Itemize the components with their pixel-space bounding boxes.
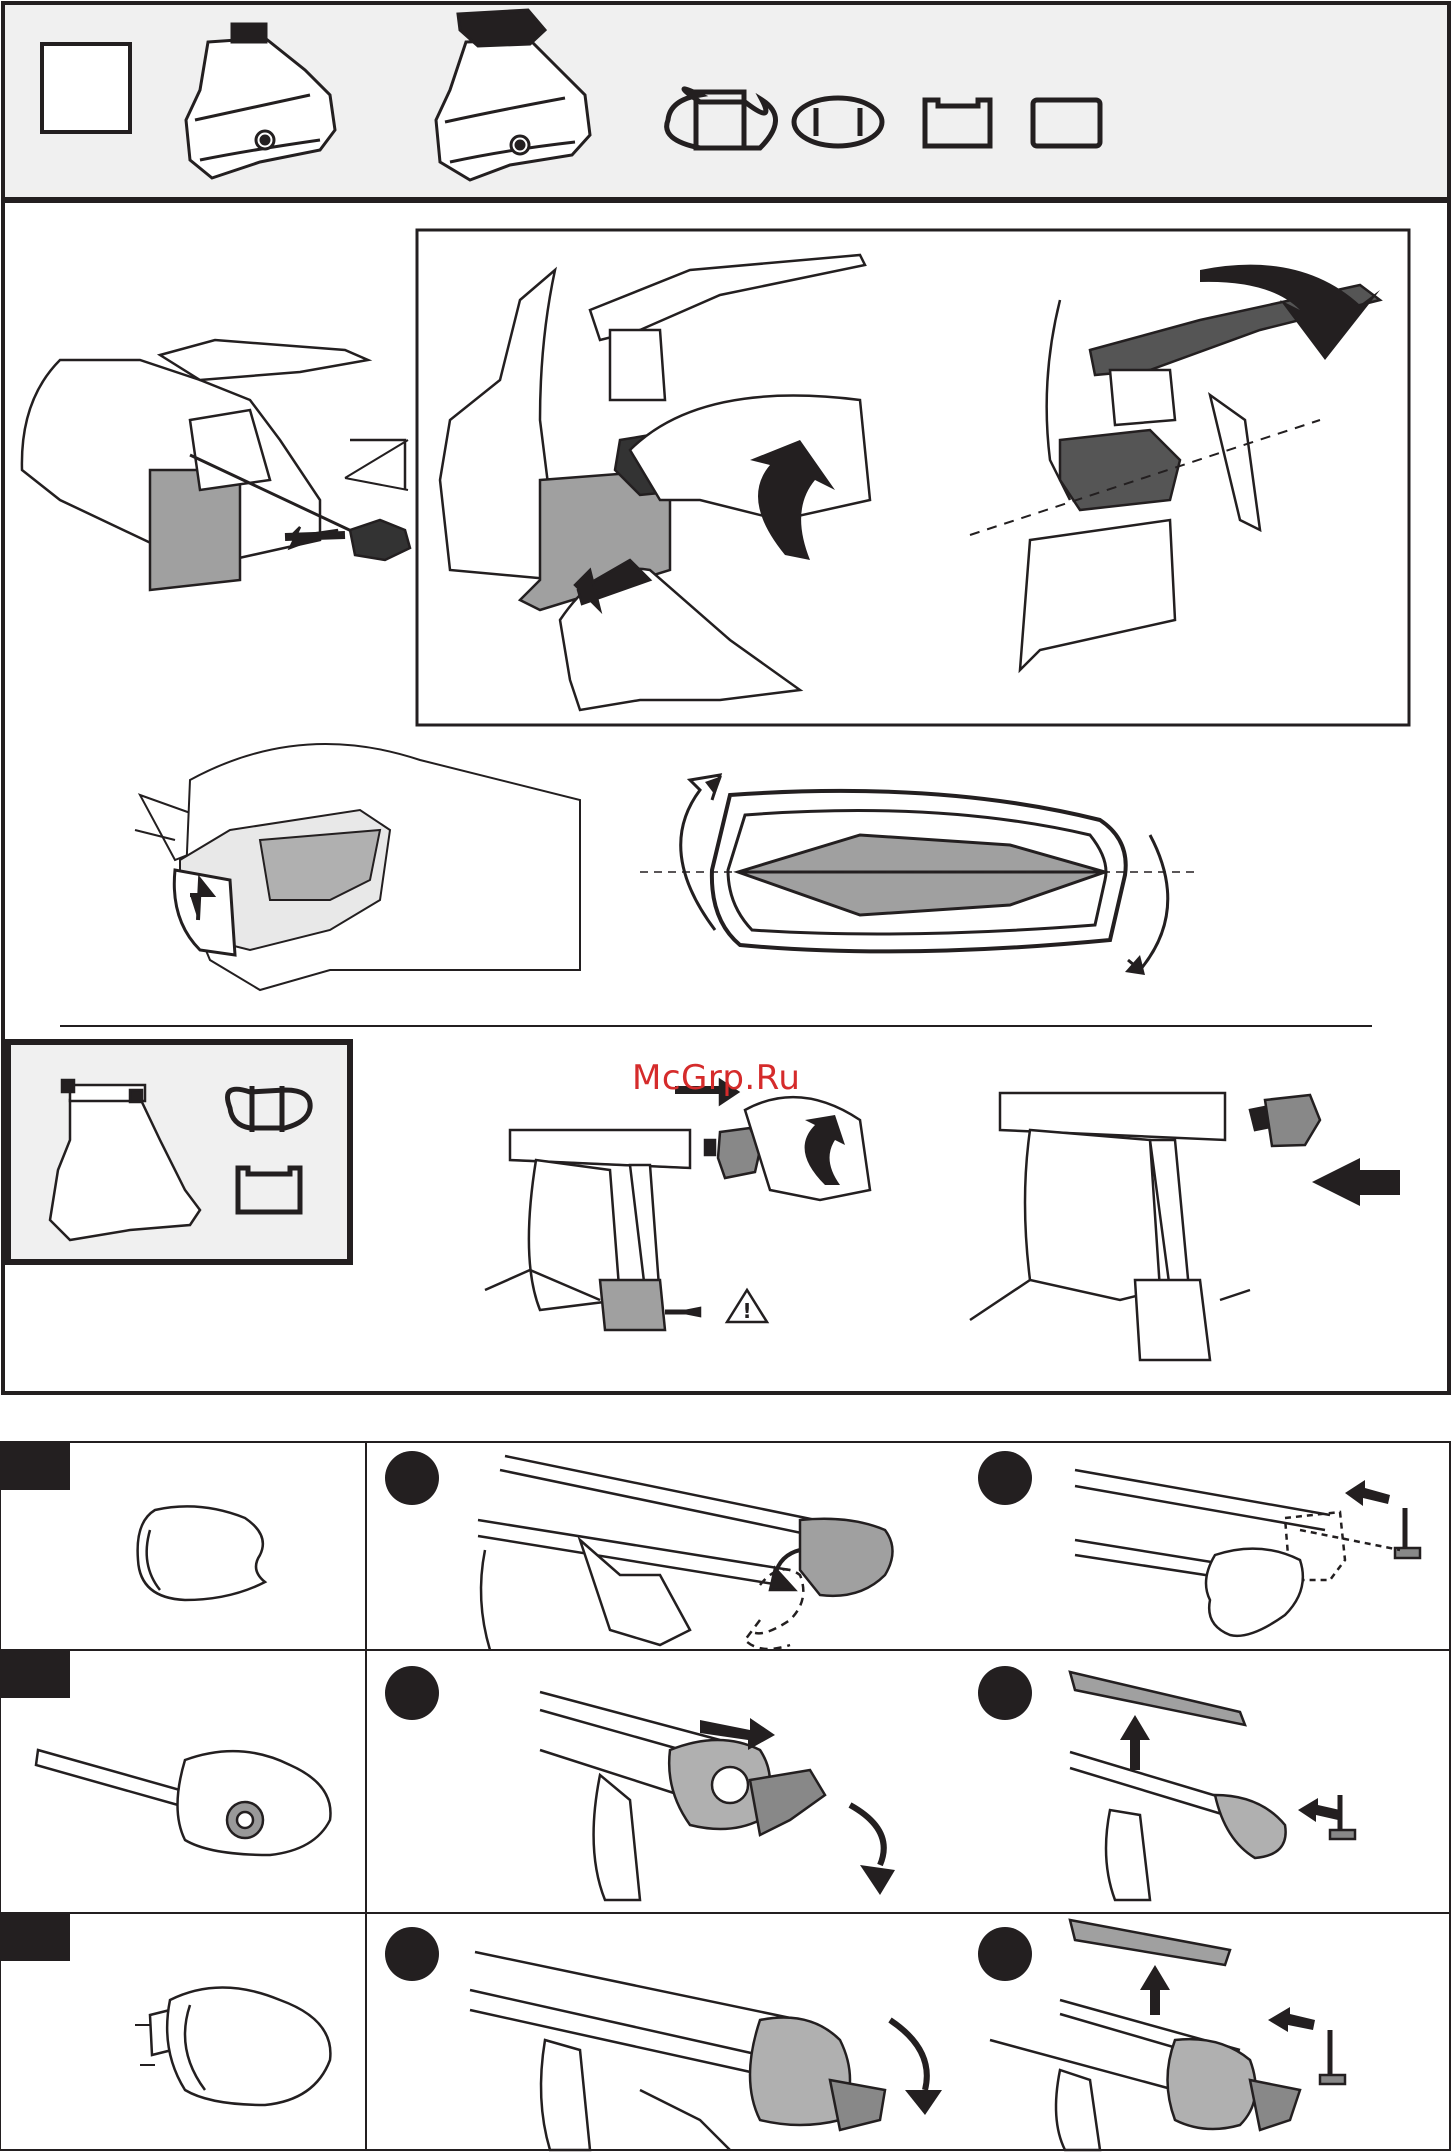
bar-with-lock-cap-icon xyxy=(36,1750,331,1855)
lock-cap-open-step-figure xyxy=(540,1692,895,1900)
large-rail-remove-step-figure xyxy=(990,1920,1345,2150)
cap-slide-step-figure xyxy=(1075,1470,1420,1636)
lock-lever-close-figure xyxy=(1020,265,1380,670)
warning-triangle-icon: ! xyxy=(727,1290,767,1323)
step-circle-3a xyxy=(385,1927,439,1981)
step-circle-2a xyxy=(385,1666,439,1720)
installation-diagram: ! xyxy=(0,0,1452,1400)
end-cap-oval-icon xyxy=(138,1506,265,1600)
bar-cap-removal-figure xyxy=(485,1080,870,1330)
accessory-grid xyxy=(0,1400,1452,2155)
cap-remove-step-figure xyxy=(478,1456,893,1650)
step-circle-3b xyxy=(978,1927,1032,1981)
lock-open-hand-figure xyxy=(440,255,870,710)
row-tab-1 xyxy=(0,1442,70,1490)
large-cap-open-step-figure xyxy=(470,1952,942,2150)
step-circle-1a xyxy=(385,1451,439,1505)
row-tab-2 xyxy=(0,1650,70,1698)
bar-end-cap-large-icon xyxy=(135,1988,330,2106)
step-circle-2b xyxy=(978,1666,1032,1720)
rail-remove-step-figure xyxy=(1070,1672,1355,1900)
empty-checkbox-icon xyxy=(42,44,130,132)
watermark: McGrp.Ru xyxy=(632,1058,800,1098)
row-tab-3 xyxy=(0,1913,70,1961)
push-arrow-icon xyxy=(1312,1158,1400,1206)
foot-key-insert-figure xyxy=(22,340,410,590)
hand-on-endcap-figure xyxy=(135,744,580,990)
step-circle-1b xyxy=(978,1451,1032,1505)
bar-key-insert-figure xyxy=(970,1093,1320,1360)
bar-profile-rotation-figure xyxy=(640,775,1200,975)
warning-symbol: ! xyxy=(742,1299,751,1323)
